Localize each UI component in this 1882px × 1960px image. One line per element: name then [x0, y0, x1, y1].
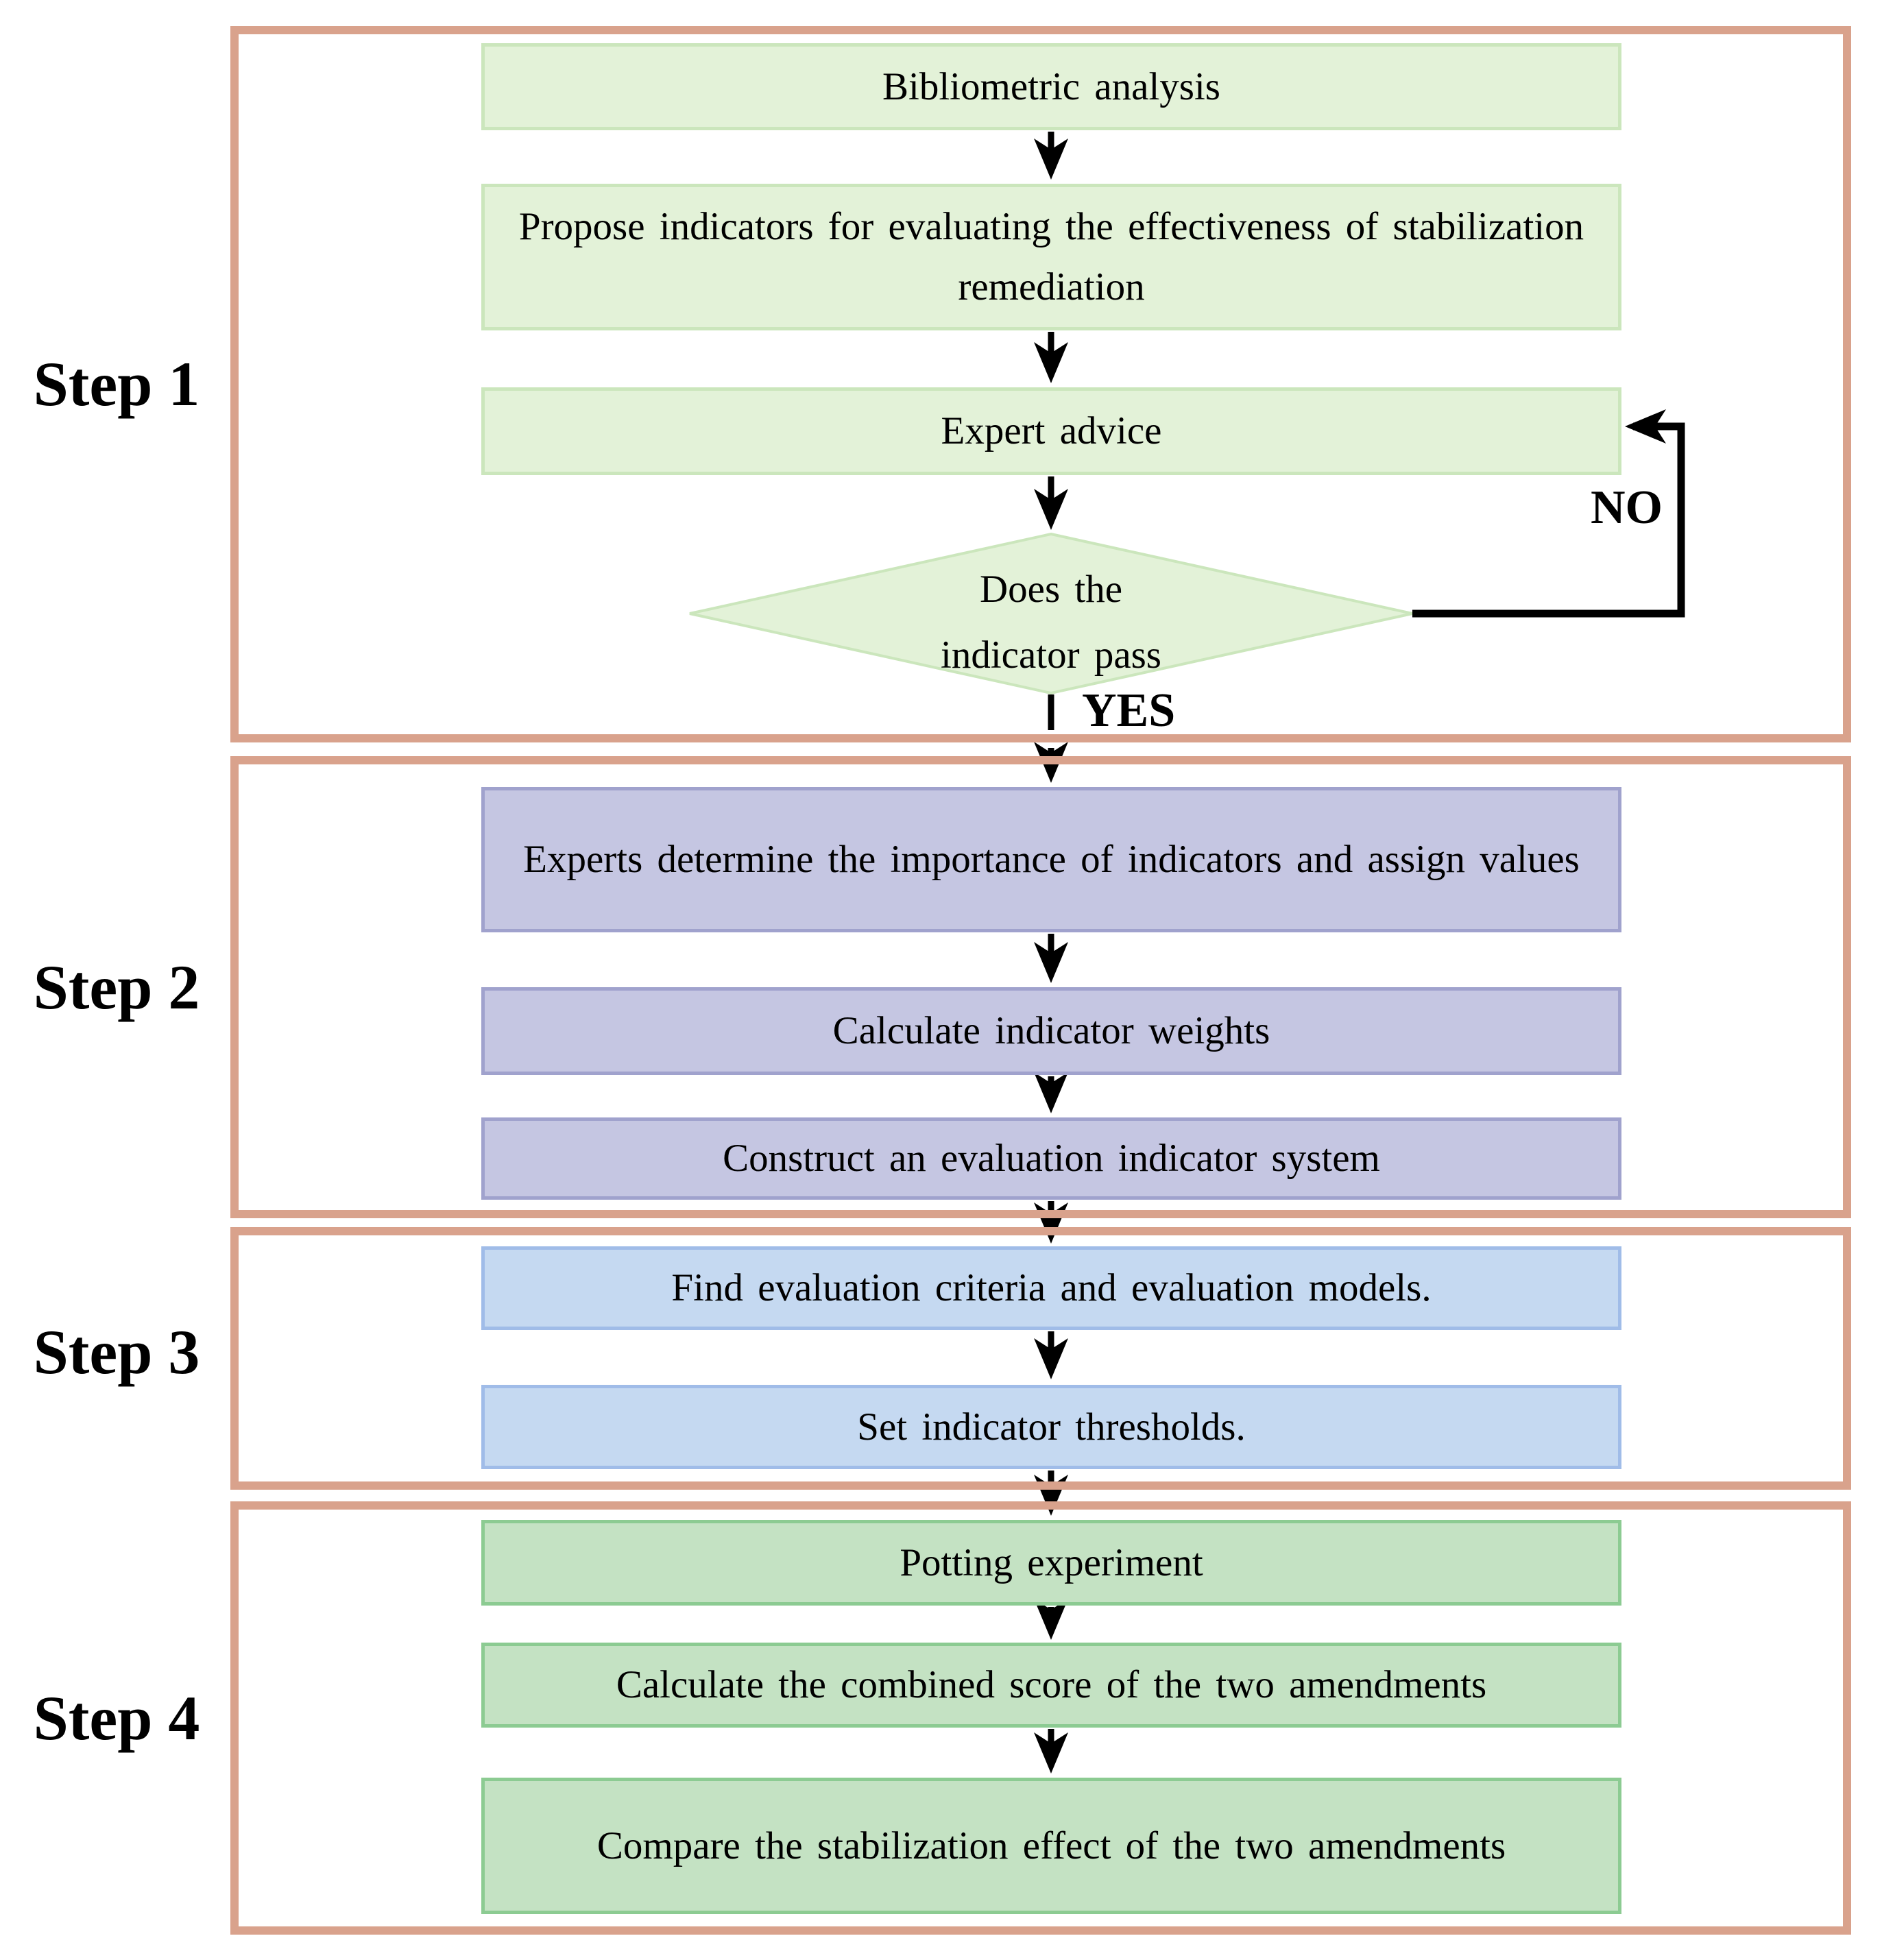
node-compare-stabilization-effect: Compare the stabilization effect of the …: [481, 1778, 1621, 1914]
node-bibliometric-analysis: Bibliometric analysis: [481, 43, 1621, 130]
yes-label: YES: [1082, 684, 1176, 737]
node-expert-advice: Expert advice: [481, 387, 1621, 475]
node-set-indicator-thresholds: Set indicator thresholds.: [481, 1385, 1621, 1469]
step4-group-frame: [230, 1501, 1851, 1935]
node-propose-indicators: Propose indicators for evaluating the ef…: [481, 184, 1621, 330]
arrowhead-potting-to-score: [1034, 1599, 1068, 1640]
arrowhead-no-loop: [1625, 409, 1666, 444]
step3-group-frame: [230, 1227, 1851, 1490]
node-experts-determine-importance: Experts determine the importance of indi…: [481, 787, 1621, 932]
decision-line2: indicator pass: [940, 633, 1161, 677]
decision-diamond: [689, 532, 1413, 695]
node-construct-indicator-system: Construct an evaluation indicator system: [481, 1117, 1621, 1200]
step3-label: Step 3: [33, 1317, 200, 1387]
node-calculate-indicator-weights: Calculate indicator weights: [481, 987, 1621, 1075]
no-loop-line: [1412, 422, 1685, 618]
arrowhead-propose-to-expert: [1034, 342, 1068, 383]
arrowhead-expert-to-decision: [1034, 489, 1068, 530]
decision-text: Does the indicator pass: [777, 557, 1325, 688]
node-calculate-combined-score: Calculate the combined score of the two …: [481, 1643, 1621, 1728]
step2-group-frame: [230, 756, 1851, 1218]
node-potting-experiment: Potting experiment: [481, 1520, 1621, 1606]
arrowhead-score-to-compare: [1034, 1732, 1068, 1774]
arrowhead-criteria-to-thresholds: [1034, 1338, 1068, 1379]
node-find-evaluation-criteria: Find evaluation criteria and evaluation …: [481, 1246, 1621, 1330]
decision-line1: Does the: [979, 568, 1123, 611]
step4-label: Step 4: [33, 1683, 200, 1753]
arrowhead-bibliometric-to-propose: [1034, 138, 1068, 180]
arrowhead-weights-to-construct: [1034, 1072, 1068, 1113]
arrowhead-experts-to-weights: [1034, 942, 1068, 983]
step1-label: Step 1: [33, 349, 200, 419]
no-label: NO: [1591, 481, 1663, 534]
step1-group-frame: [230, 26, 1851, 742]
step2-label: Step 2: [33, 952, 200, 1022]
